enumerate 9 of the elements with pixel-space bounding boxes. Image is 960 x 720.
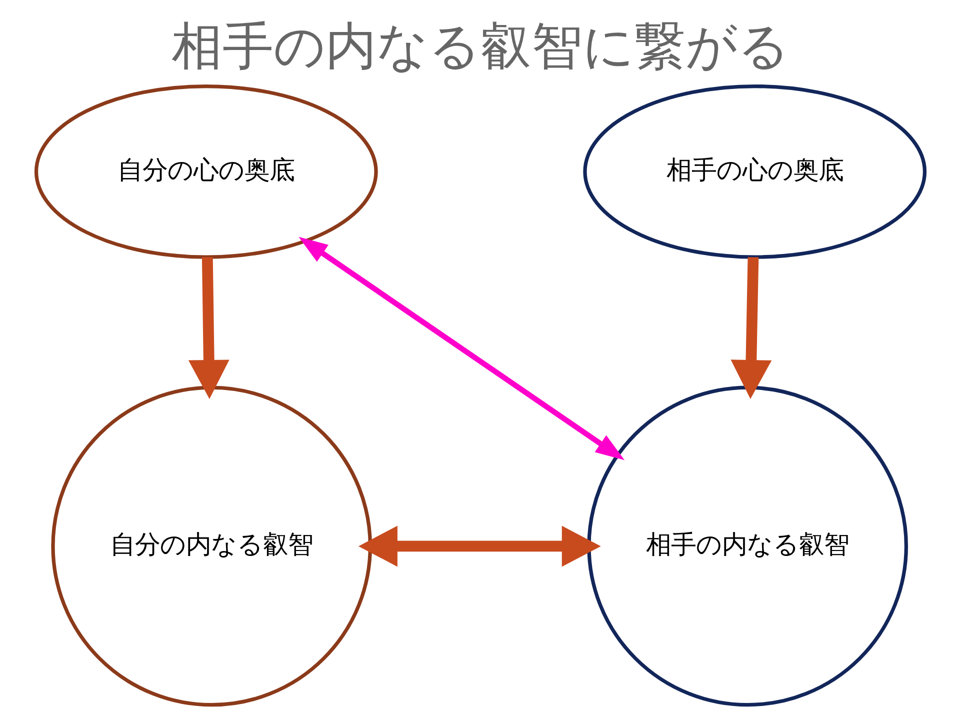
arrow: [298, 236, 624, 460]
node-ellipse: 相手の心の奥底: [582, 84, 926, 259]
node-circle: 自分の内なる叡智: [50, 386, 372, 707]
node-ellipse: 自分の心の奥底: [34, 84, 378, 259]
diagram-title: 相手の内なる叡智に繋がる: [171, 16, 789, 76]
arrow: [730, 257, 772, 399]
node-circle: 相手の内なる叡智: [586, 386, 908, 707]
arrow: [188, 257, 229, 399]
arrow: [358, 526, 600, 567]
